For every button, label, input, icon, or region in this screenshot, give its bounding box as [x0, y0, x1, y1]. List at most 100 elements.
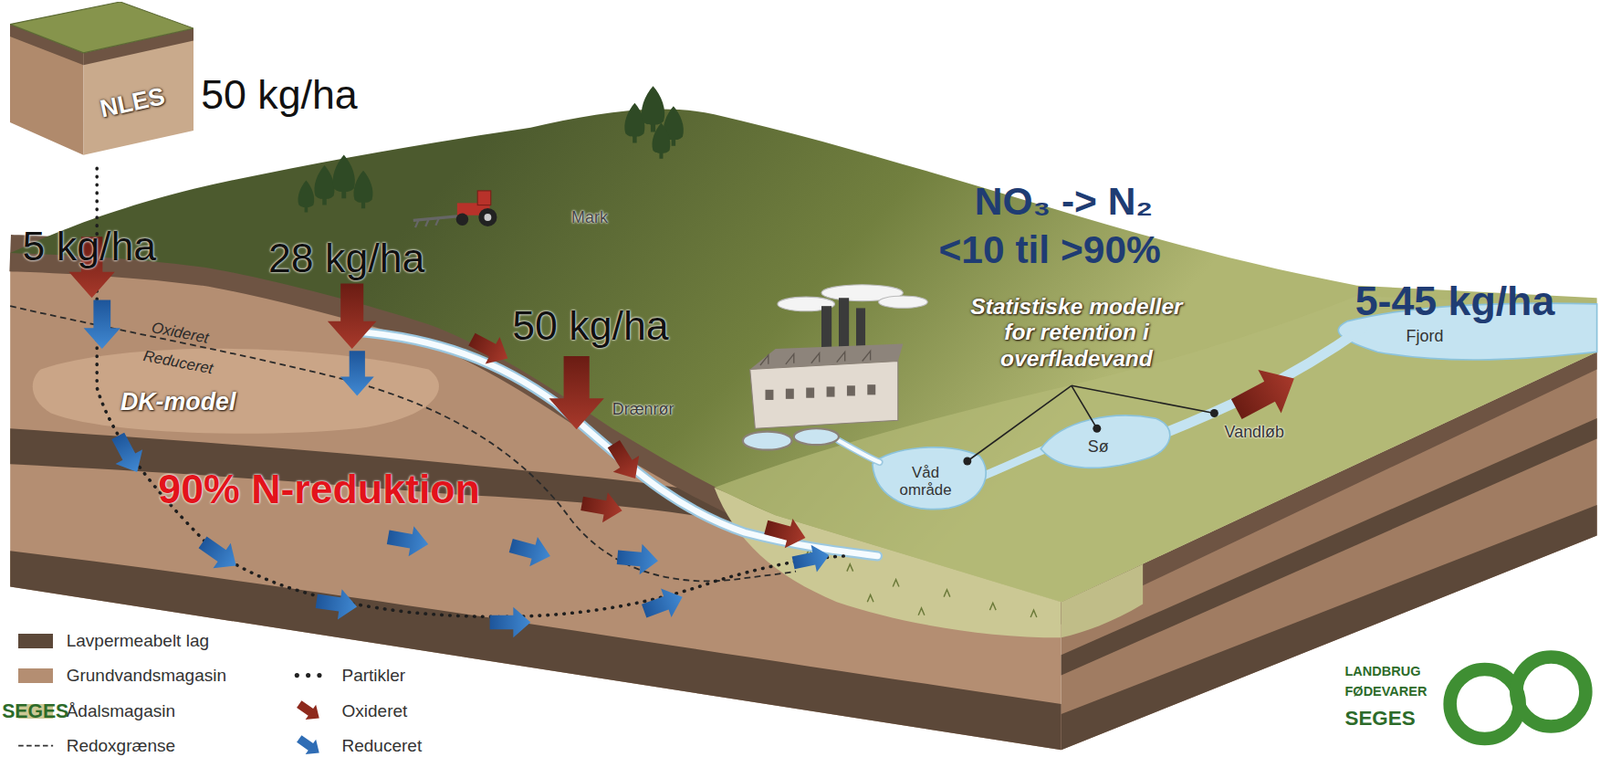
tractor — [413, 190, 498, 228]
reduction-label: 90% N-reduktion — [157, 465, 481, 513]
cube-face — [10, 24, 84, 156]
legend-sample — [316, 672, 322, 678]
legend-label: Reduceret — [342, 735, 423, 756]
factory — [764, 389, 774, 400]
land-surface — [10, 109, 1597, 603]
reduced-arrows — [104, 428, 151, 480]
redox-boundary — [10, 305, 796, 581]
cube-face — [10, 1, 194, 53]
reduced-arrows — [506, 530, 555, 571]
cube-face — [10, 24, 84, 66]
reduced-arrows — [83, 299, 833, 638]
process-label: NO₃ -> N₂ — [974, 179, 1154, 225]
oxidised-arrows — [327, 283, 377, 350]
drain-label: Drænrør — [612, 399, 675, 419]
oxidised-arrows — [1224, 356, 1306, 431]
redox-label: Reduceret — [141, 346, 215, 378]
load-value: 50 kg/ha — [512, 302, 669, 349]
oxidised-arrows — [548, 355, 604, 429]
surface-water — [838, 303, 1598, 510]
factory — [794, 428, 839, 445]
legend-swatch — [18, 668, 53, 683]
water-label: Våd område — [899, 463, 952, 500]
reduced-arrows — [193, 529, 245, 578]
legend-label: Oxideret — [342, 700, 408, 722]
leader-lines — [962, 457, 972, 466]
place-label: Mark — [571, 208, 608, 228]
logo-rings — [1450, 669, 1520, 739]
legend-sample — [305, 672, 311, 678]
tractor — [477, 190, 492, 206]
factory — [867, 384, 876, 395]
reduced-arrows — [385, 522, 431, 560]
model-cube: NLES — [10, 1, 194, 156]
load-range: 5-45 kg/ha — [1355, 277, 1556, 325]
reduced-arrows — [490, 606, 532, 638]
land-surface — [10, 109, 1597, 603]
reduced-arrows — [790, 541, 833, 576]
logo-text: SEGES — [1345, 706, 1416, 731]
reduced-arrows — [313, 585, 359, 622]
load-value: 5 kg/ha — [22, 222, 157, 270]
legend-label: Redoxgrænse — [66, 735, 176, 756]
reduced-arrows — [638, 582, 688, 626]
legend-label: Grundvandsmagasin — [66, 665, 227, 686]
load-value: 28 kg/ha — [268, 234, 425, 282]
trees — [298, 180, 315, 213]
logo-text: FØDEVARER — [1345, 683, 1428, 700]
leader-lines — [1071, 385, 1215, 413]
tractor — [478, 208, 497, 227]
factory — [847, 385, 856, 396]
leader-lines — [1071, 385, 1098, 429]
surface-water — [872, 447, 986, 510]
factory — [742, 431, 793, 450]
particle-path — [96, 167, 848, 617]
legend-sample — [293, 731, 325, 757]
particle-path — [96, 167, 848, 617]
surface-water — [979, 449, 1046, 478]
water-label: Fjord — [1406, 326, 1444, 346]
trees — [313, 165, 335, 206]
factory — [760, 350, 871, 366]
cube-outline — [10, 1, 194, 156]
factory — [805, 387, 815, 398]
tractor — [415, 218, 440, 228]
tractor — [456, 213, 469, 226]
reduced-arrows — [340, 350, 375, 396]
oxidised-arrows — [68, 236, 1306, 553]
factory — [785, 388, 795, 399]
process-label: <10 til >90% — [939, 228, 1161, 273]
cube-face — [83, 28, 195, 65]
factory — [742, 284, 928, 450]
reduced-arrows — [83, 299, 121, 349]
redox-label: Oxideret — [149, 318, 210, 347]
model-note: Statistiske modeller for retention i ove… — [953, 293, 1201, 372]
legend-sample — [294, 672, 300, 678]
leader-lines — [1092, 424, 1101, 433]
trees — [354, 170, 374, 209]
tractor — [413, 216, 458, 220]
leader-lines — [962, 385, 1218, 465]
logo-text: LANDBRUG — [1345, 663, 1422, 680]
cube-face — [83, 28, 195, 156]
legend-sample — [18, 744, 53, 747]
logo-rings — [1450, 657, 1587, 739]
legend-label: Lavpermeabelt lag — [66, 630, 210, 651]
legend-label: Ådalsmagasin — [66, 700, 176, 722]
legend-sample — [293, 696, 325, 726]
trees — [624, 103, 645, 144]
oxidised-arrows — [579, 488, 626, 526]
redox-boundary — [10, 305, 796, 581]
oxidised-arrows — [762, 512, 810, 553]
water-label: Sø — [1087, 437, 1109, 457]
surface-water — [838, 440, 880, 462]
factory — [826, 386, 836, 397]
legend-label: Partikler — [342, 665, 407, 686]
trees — [333, 154, 356, 199]
water-label: Vandløb — [1224, 422, 1285, 442]
surface-water — [838, 440, 880, 462]
leader-lines — [967, 385, 1072, 461]
factory — [750, 361, 899, 429]
